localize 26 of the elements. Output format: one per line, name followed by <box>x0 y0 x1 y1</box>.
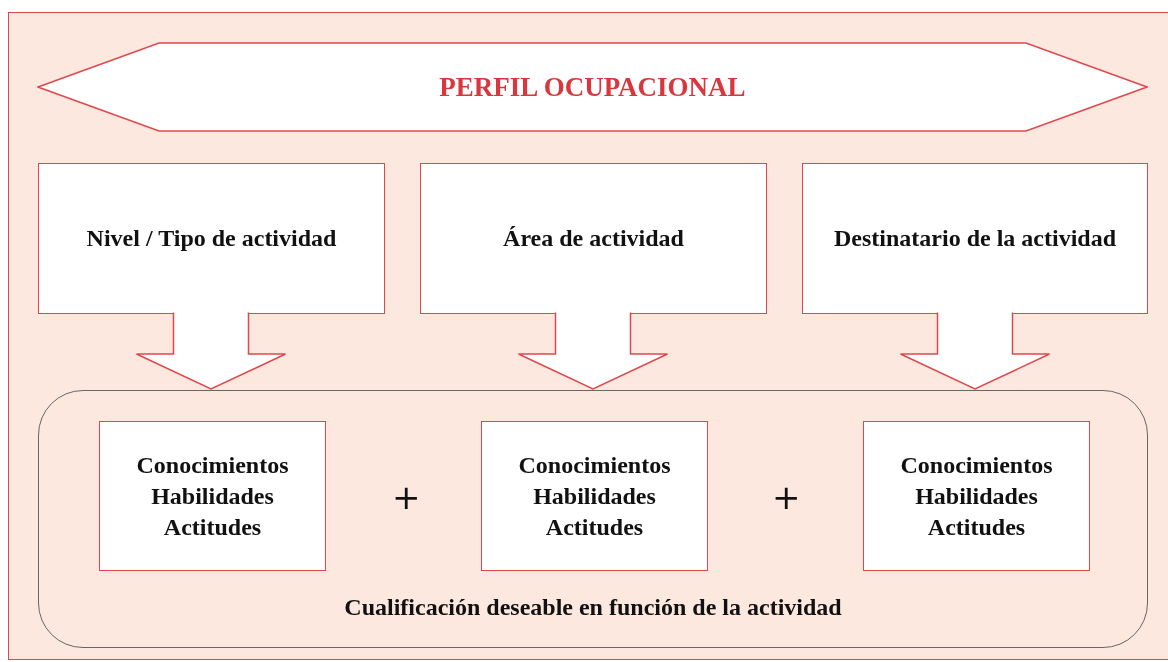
qualification-box <box>481 421 708 571</box>
box-title: Destinatario de la actividad <box>834 224 1116 253</box>
qualification-box <box>863 421 1090 571</box>
qualification-item: Conocimientos <box>900 450 1053 480</box>
box-title: Nivel / Tipo de actividad <box>86 224 337 253</box>
container-caption: Cualificación deseable en función de la actividad <box>343 594 843 621</box>
activity-box <box>38 163 385 314</box>
banner-title: PERFIL OCUPACIONAL <box>439 71 746 103</box>
qualification-item: Habilidades <box>151 481 274 511</box>
box-title: Área de actividad <box>503 224 684 253</box>
activity-box <box>802 163 1148 314</box>
qualification-item: Habilidades <box>533 481 656 511</box>
plus-sign: + <box>772 480 801 514</box>
block-arrow <box>899 311 1051 390</box>
block-arrow <box>517 311 669 390</box>
rounded-container <box>38 390 1148 648</box>
activity-box <box>420 163 767 314</box>
qualification-item: Conocimientos <box>136 450 289 480</box>
qualification-box <box>99 421 326 571</box>
qualification-item: Actitudes <box>163 512 262 542</box>
qualification-item: Actitudes <box>545 512 644 542</box>
qualification-item: Conocimientos <box>518 450 671 480</box>
qualification-item: Habilidades <box>915 481 1038 511</box>
qualification-item: Actitudes <box>927 512 1026 542</box>
block-arrow <box>135 311 287 390</box>
plus-sign: + <box>392 480 421 514</box>
